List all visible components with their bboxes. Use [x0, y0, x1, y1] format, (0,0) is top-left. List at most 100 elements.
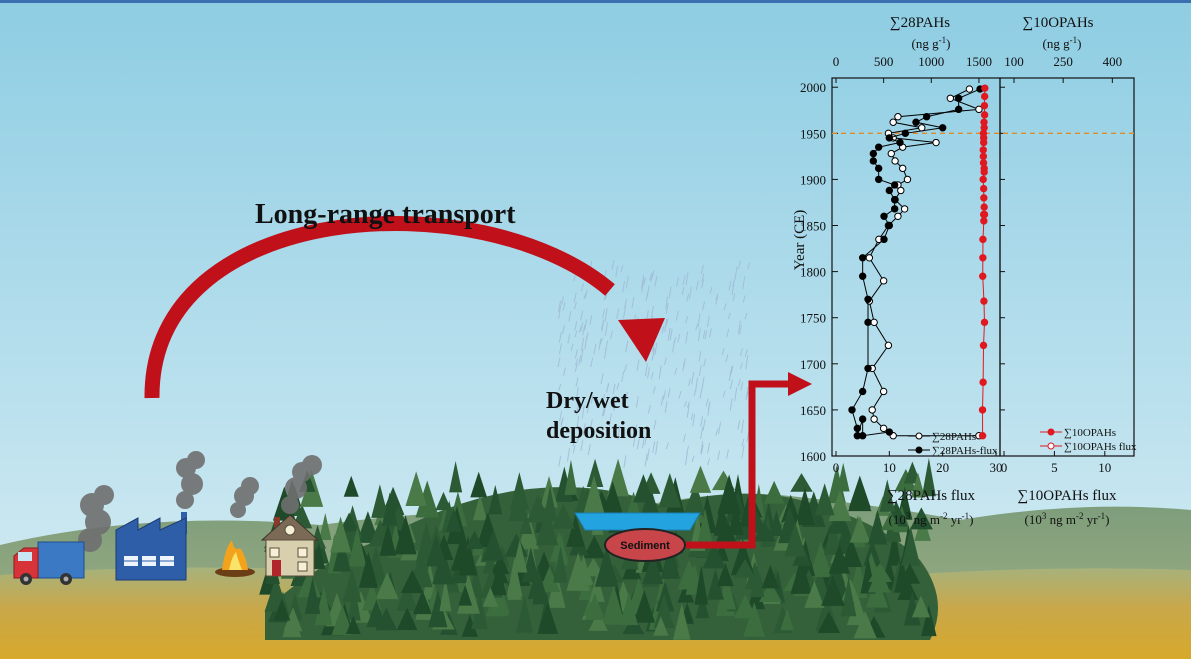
- data-point-0-1: [864, 364, 872, 373]
- transport-label: Long-range transport: [255, 199, 516, 230]
- y-tick-label: 2000: [800, 80, 826, 95]
- data-point-0-0: [884, 341, 893, 350]
- data-point-0-1: [874, 175, 883, 184]
- bottom-x-tick-label: 0: [833, 460, 840, 475]
- data-point-1-0: [979, 378, 987, 386]
- data-point-1-0: [979, 146, 987, 154]
- data-point-1-0: [978, 406, 987, 414]
- data-point-0-1: [874, 164, 883, 173]
- data-point-0-1: [869, 157, 878, 165]
- sediment-arrow-line: [686, 380, 790, 549]
- data-point-0-1: [885, 186, 894, 195]
- top-x-tick-label: 1500: [966, 54, 992, 69]
- chart-area: ∑28PAHs (ng g-1) ∑10OPAHs (ng g-1) ∑28PA…: [792, 15, 1137, 527]
- left-bottom-unit: (103 ng m-2 yr-1): [889, 511, 974, 527]
- bottom-x-tick-label: 30: [990, 460, 1003, 475]
- data-point-0-0: [965, 85, 974, 93]
- y-axis-label: Year (CE): [792, 210, 808, 271]
- top-x-tick-label: 250: [1053, 54, 1073, 69]
- y-tick-label: 1600: [800, 449, 826, 464]
- data-point-0-0: [879, 387, 888, 396]
- data-point-1-0: [979, 254, 987, 262]
- factory-icon: [115, 512, 187, 581]
- truck-icon: [13, 541, 85, 585]
- panel-right-frame: [999, 77, 1135, 457]
- data-point-1-0: [980, 203, 988, 211]
- data-point-0-1: [858, 415, 867, 423]
- data-point-0-1: [864, 318, 872, 327]
- data-point-0-1: [938, 124, 947, 132]
- data-point-0-1: [858, 432, 867, 440]
- legend-marker: [915, 432, 923, 440]
- y-tick-label: 1900: [800, 172, 826, 187]
- sediment-arrow-head: [788, 372, 812, 396]
- data-point-0-0: [899, 164, 907, 173]
- y-tick-label: 1950: [800, 126, 826, 141]
- data-point-0-1: [954, 94, 963, 102]
- data-point-0-0: [891, 157, 899, 165]
- data-point-0-0: [918, 124, 926, 132]
- top-x-tick-label: 500: [874, 54, 894, 69]
- data-point-0-1: [880, 235, 888, 244]
- bottom-x-tick-label: 0: [1001, 460, 1008, 475]
- sediment-ellipse: [604, 528, 686, 562]
- legend-label: ∑28PAHs-flux: [932, 445, 998, 457]
- data-point-0-1: [954, 105, 963, 114]
- bottom-x-tick-label: 10: [1098, 460, 1111, 475]
- smoke-plumes: [78, 451, 322, 552]
- data-point-0-0: [903, 175, 912, 184]
- house-icon: [260, 514, 320, 577]
- legend-marker: [1047, 442, 1055, 450]
- data-point-0-1: [864, 295, 872, 303]
- top-x-tick-label: 0: [833, 54, 840, 69]
- data-point-0-1: [885, 428, 894, 436]
- forest: [259, 457, 938, 640]
- data-point-0-1: [858, 387, 867, 396]
- left-top-unit: (ng g-1): [912, 35, 951, 51]
- data-point-0-0: [932, 138, 940, 147]
- data-point-0-0: [879, 424, 888, 433]
- data-point-1-0: [979, 272, 987, 280]
- data-point-0-0: [975, 105, 983, 114]
- campfire-icon: [215, 540, 255, 577]
- sediment-label: Sediment: [620, 540, 670, 552]
- data-point-0-0: [894, 212, 902, 220]
- bottom-x-tick-label: 10: [883, 460, 896, 475]
- data-point-1-0: [980, 318, 989, 327]
- data-point-1-0: [979, 235, 987, 244]
- top-x-tick-label: 1000: [918, 54, 944, 69]
- data-point-0-1: [890, 205, 899, 213]
- top-x-tick-label: 400: [1103, 54, 1123, 69]
- data-point-0-0: [868, 406, 876, 414]
- data-point-1-0: [980, 168, 988, 176]
- data-point-1-0: [980, 101, 989, 110]
- right-bottom-unit: (103 ng m-2 yr-1): [1025, 511, 1110, 527]
- legend-label: ∑10OPAHs: [1064, 427, 1116, 439]
- data-point-0-0: [887, 149, 895, 158]
- y-tick-label: 1850: [800, 219, 826, 234]
- top-border: [0, 0, 1191, 3]
- data-point-0-0: [870, 415, 878, 423]
- data-point-0-1: [874, 143, 883, 151]
- data-point-0-1: [890, 181, 899, 189]
- lake: [574, 512, 701, 531]
- data-point-1-0: [980, 217, 988, 225]
- data-point-0-1: [885, 134, 894, 142]
- right-top-title: ∑10OPAHs: [1023, 15, 1094, 31]
- legend-label: ∑10OPAHs flux: [1064, 441, 1137, 453]
- data-point-0-0: [894, 113, 902, 121]
- data-point-0-0: [946, 94, 955, 102]
- data-point-0-1: [912, 118, 920, 126]
- data-point-0-1: [869, 149, 878, 158]
- data-point-1-0: [979, 341, 988, 350]
- left-bottom-title: ∑28PAHs flux: [887, 488, 976, 504]
- data-point-0-1: [896, 138, 904, 147]
- legend-label: ∑28PAHs: [932, 431, 976, 443]
- data-point-1-0: [979, 175, 987, 184]
- deposition-label-line1: Dry/wet: [546, 388, 629, 414]
- legend-marker: [915, 446, 923, 454]
- data-point-0-1: [922, 113, 931, 121]
- data-point-0-1: [853, 424, 862, 433]
- left-top-title: ∑28PAHs: [890, 15, 950, 31]
